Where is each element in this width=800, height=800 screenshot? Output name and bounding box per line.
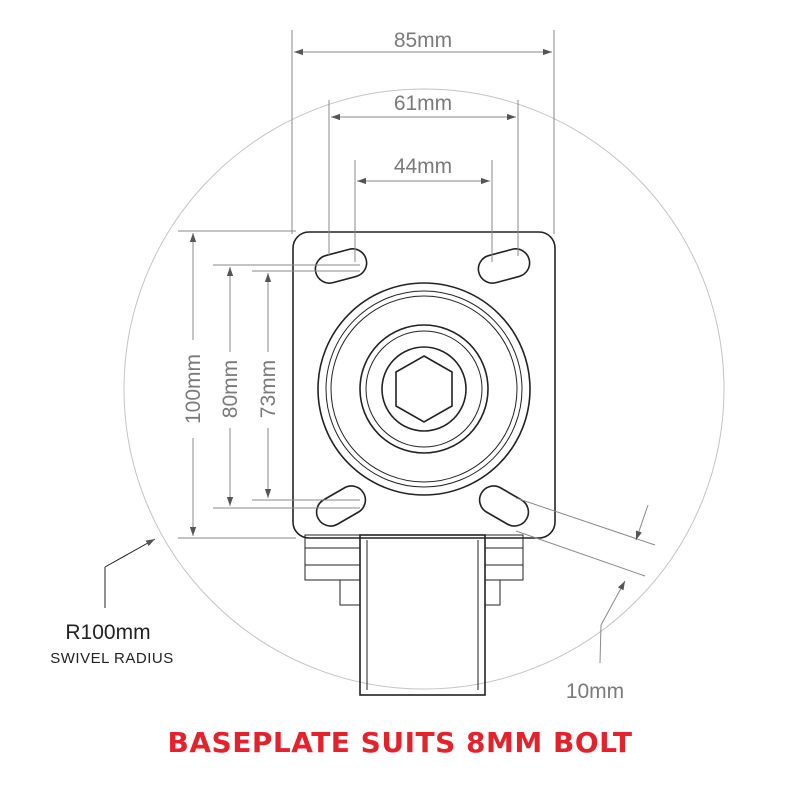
kingpin-nut <box>395 355 453 423</box>
plate-height-label: 100mm <box>182 354 205 424</box>
bolt-caption: BASEPLATE SUITS 8MM BOLT <box>167 726 633 759</box>
bolt-slot-top-right <box>477 248 531 284</box>
baseplate <box>292 231 556 539</box>
bolt-slot-bottom-left <box>315 485 367 527</box>
hole-outer-height-label: 80mm <box>219 360 242 418</box>
hole-inner-height-label: 73mm <box>257 360 280 418</box>
hole-outer-width-label: 61mm <box>394 92 452 115</box>
bolt-slot-bottom-right <box>478 485 530 527</box>
hole-inner-width-label: 44mm <box>394 155 452 178</box>
swivel-bearing <box>317 282 531 496</box>
wheel <box>304 534 524 696</box>
swivel-radius-callout: R100mm SWIVEL RADIUS <box>50 538 173 667</box>
thickness-dimension: 10mm <box>515 497 656 703</box>
swivel-radius-value: R100mm <box>65 621 150 644</box>
bolt-slot-top-left <box>314 248 368 284</box>
plate-width-label: 85mm <box>394 29 452 52</box>
vertical-dimensions: 100mm 80mm 73mm <box>178 230 360 539</box>
plate-thickness-label: 10mm <box>566 680 624 703</box>
horizontal-dimensions: 85mm 61mm 44mm <box>291 29 555 262</box>
swivel-radius-circle <box>123 88 725 690</box>
swivel-radius-label: SWIVEL RADIUS <box>50 650 173 667</box>
